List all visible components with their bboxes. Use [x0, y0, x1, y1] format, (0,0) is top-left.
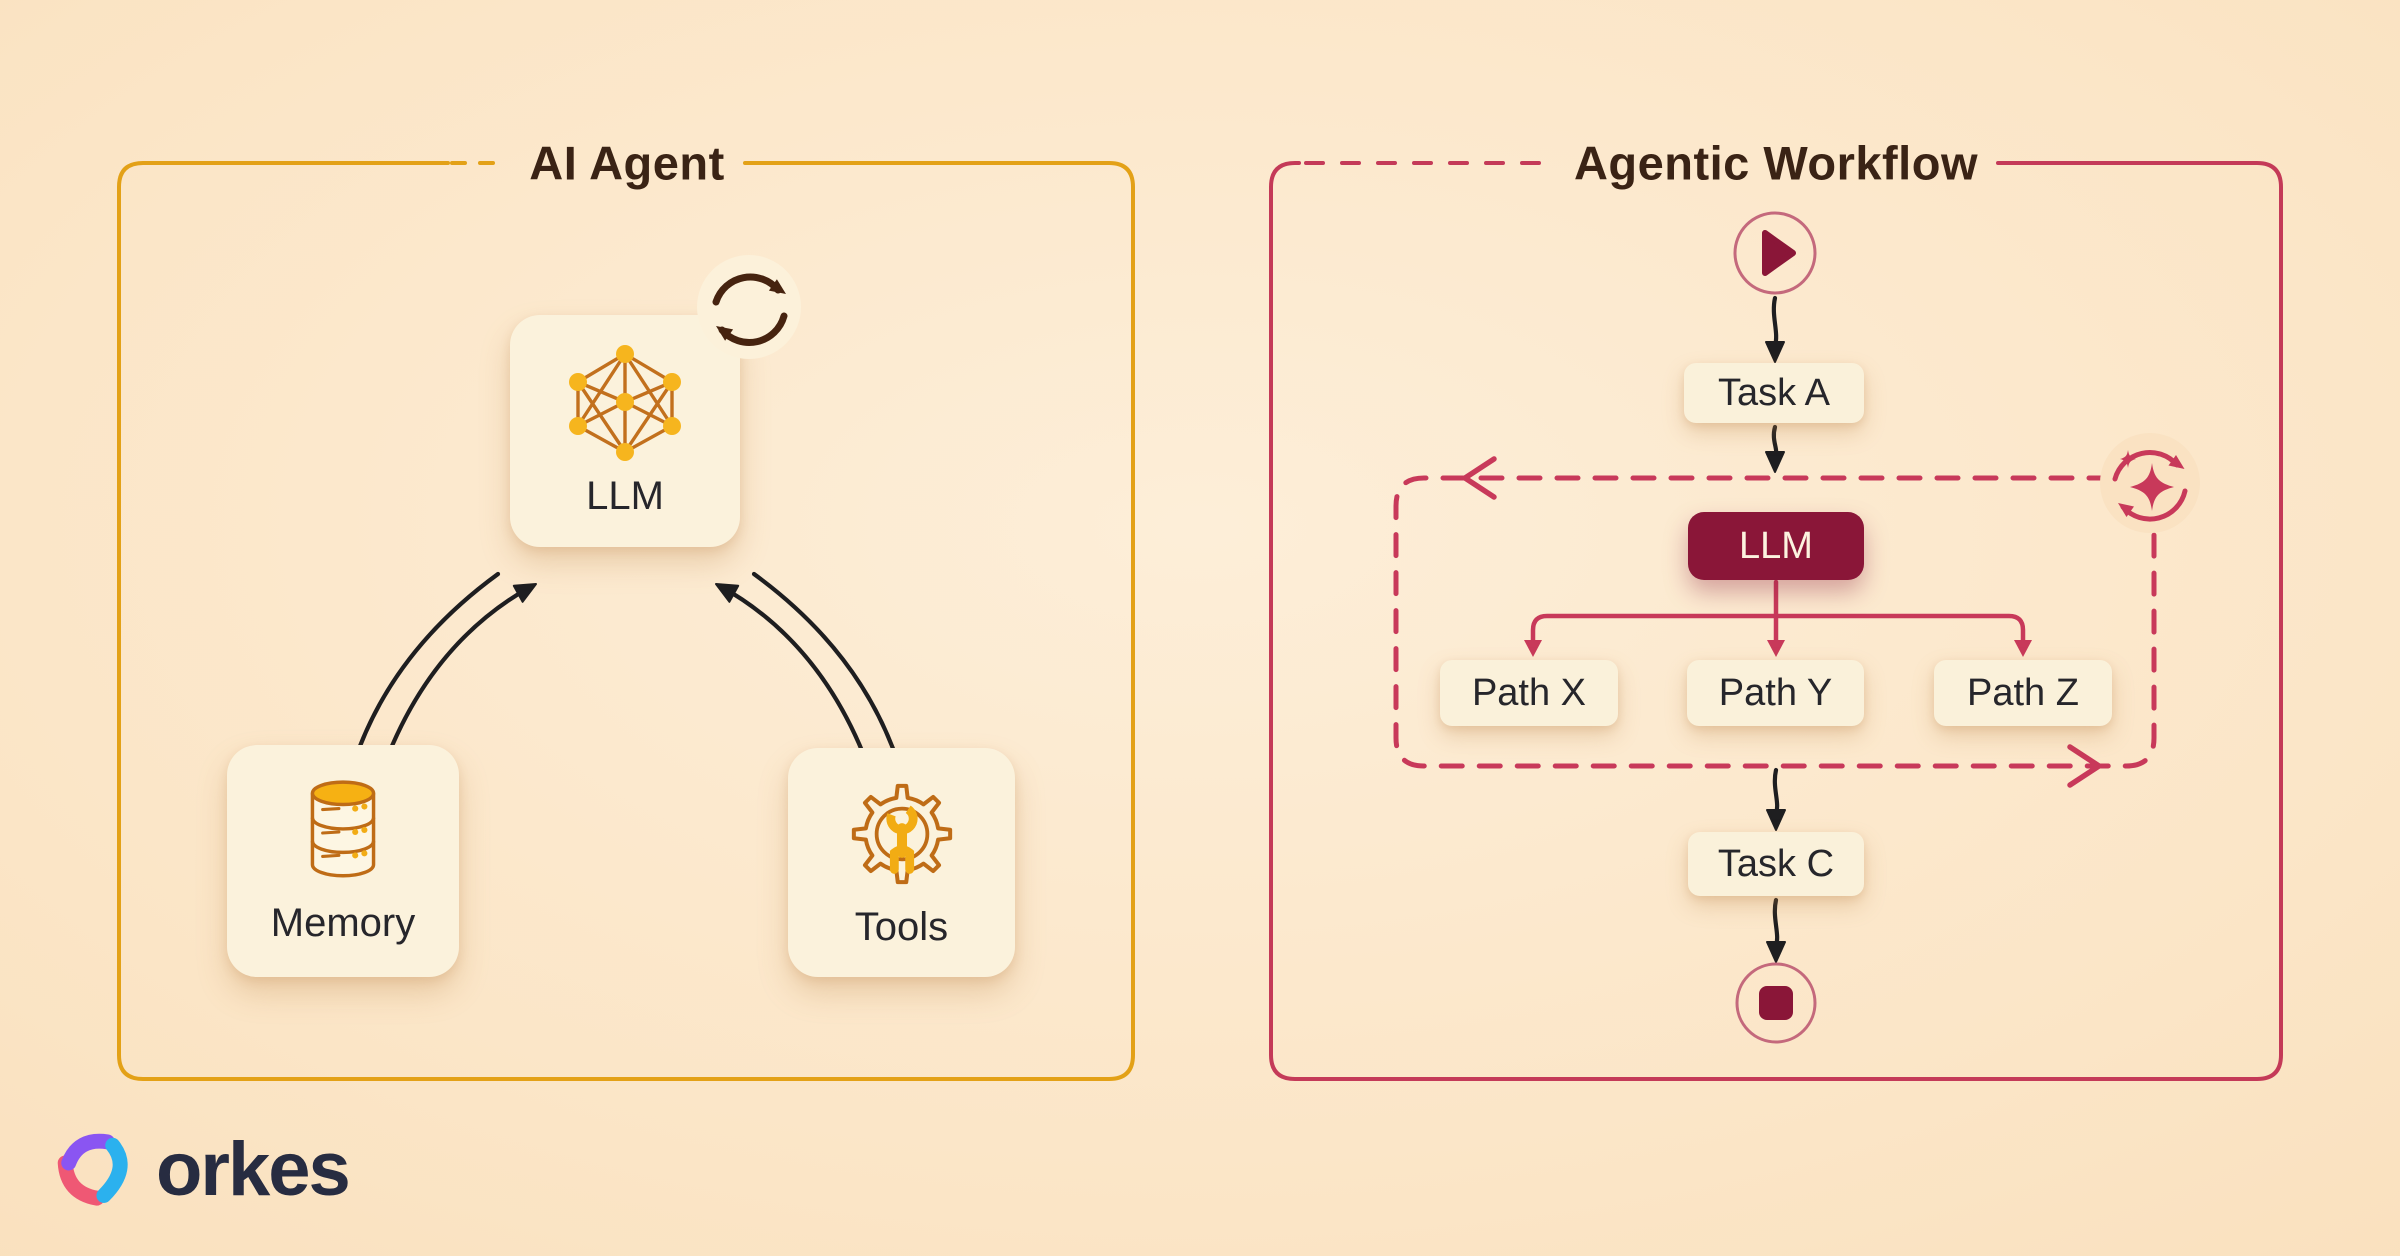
- memory-card-label: Memory: [270, 900, 416, 945]
- loop-arrow-right: [2067, 744, 2102, 788]
- path-y-node: Path Y: [1687, 660, 1864, 726]
- llm-branch-arrowheads: [1524, 640, 2032, 657]
- gear-wrench-icon: [851, 783, 952, 885]
- path-z-node: Path Z: [1934, 660, 2112, 726]
- llm-card-label: LLM: [586, 473, 664, 518]
- tools-card: Tools: [788, 748, 1015, 977]
- agentic-panel-border: [1269, 161, 2283, 1081]
- wrench-glyph: [885, 803, 918, 874]
- database-icon: [310, 779, 376, 877]
- brand-wordmark: orkes: [156, 1127, 351, 1212]
- refresh-loop-icon: [697, 255, 801, 359]
- llm-node: LLM: [1688, 512, 1864, 580]
- memory-card: Memory: [227, 745, 459, 977]
- ai-agent-panel-title: AI Agent: [529, 136, 725, 190]
- tools-card-label: Tools: [854, 905, 949, 949]
- sparkle-star-large: [2130, 463, 2174, 511]
- workflow-arrowheads: [1765, 341, 1786, 963]
- task-a-node: Task A: [1684, 363, 1864, 423]
- loop-dashed-box: [1393, 456, 2157, 788]
- llm-branch-connectors: [1530, 579, 2026, 649]
- neural-network-icon: [569, 344, 681, 461]
- brand-logo: orkes: [52, 1126, 351, 1214]
- orkes-mark-icon: [57, 1133, 128, 1206]
- agentic-workflow-panel-title: Agentic Workflow: [1573, 136, 1979, 190]
- path-x-node: Path X: [1440, 660, 1618, 726]
- stop-icon: [1735, 962, 1817, 1044]
- sparkle-star-small: [2120, 450, 2136, 468]
- loop-arrow-left: [1462, 456, 1497, 500]
- ai-agent-panel-border: [117, 161, 1135, 1081]
- task-c-node: Task C: [1688, 832, 1864, 896]
- sparkle-refresh-icon: [2100, 433, 2200, 533]
- llm-card: LLM: [510, 315, 740, 547]
- play-icon: [1733, 211, 1817, 295]
